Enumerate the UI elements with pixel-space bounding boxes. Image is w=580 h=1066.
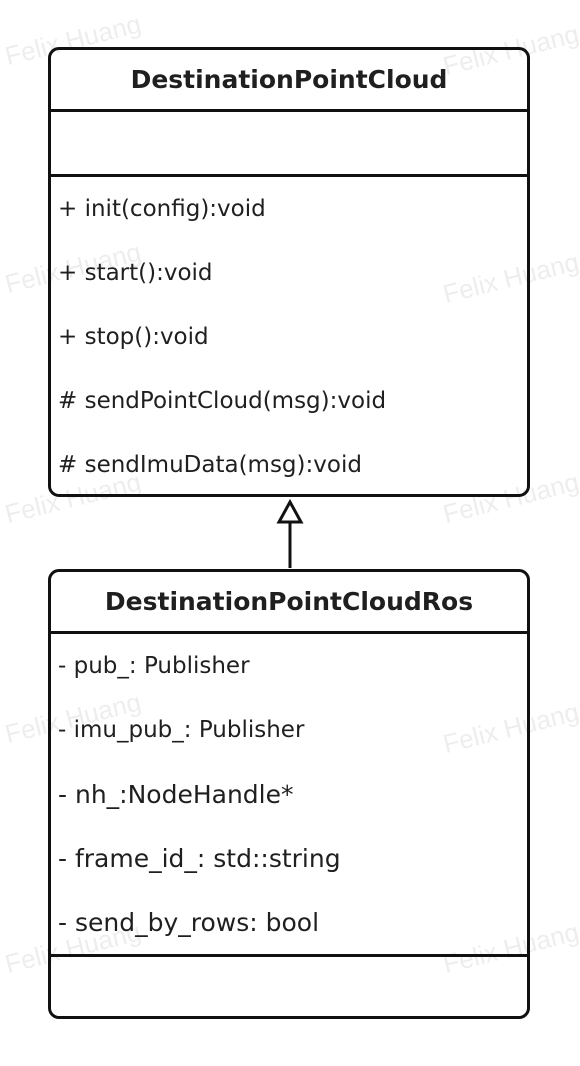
operation-start: + start():void [58,260,213,286]
class-name: DestinationPointCloudRos [51,572,527,634]
class-box-destination-point-cloud-ros[interactable]: DestinationPointCloudRos - pub_: Publish… [48,569,530,1019]
operation-send-point-cloud: # sendPointCloud(msg):void [58,388,387,414]
operations-section [51,957,527,1019]
attribute-send-by-rows: - send_by_rows: bool [58,907,320,937]
class-box-destination-point-cloud[interactable]: DestinationPointCloud + init(config):voi… [48,47,530,497]
attribute-nh: - nh_:NodeHandle* [58,779,294,809]
operation-send-imu-data: # sendImuData(msg):void [58,452,362,478]
class-name: DestinationPointCloud [51,50,527,112]
generalization-arrow [276,498,304,568]
operation-init: + init(config):void [58,196,266,222]
attribute-frame-id: - frame_id_: std::string [58,843,341,873]
attributes-section: - pub_: Publisher - imu_pub_: Publisher … [51,634,527,957]
attribute-pub: - pub_: Publisher [58,653,250,679]
operations-section: + init(config):void + start():void + sto… [51,177,527,497]
operation-stop: + stop():void [58,324,209,350]
attributes-section [51,112,527,177]
attribute-imu-pub: - imu_pub_: Publisher [58,717,305,743]
